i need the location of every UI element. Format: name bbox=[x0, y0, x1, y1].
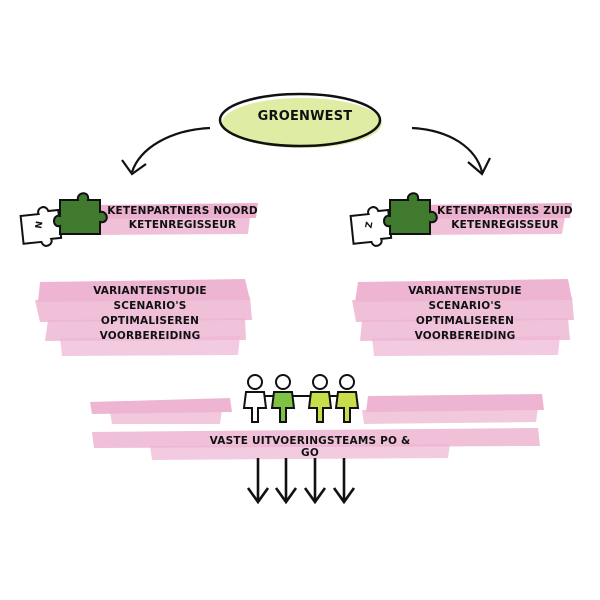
south-variant-3: Optimaliseren bbox=[415, 315, 515, 327]
teams-highlight bbox=[90, 394, 544, 460]
north-variant-1: Variantenstudie bbox=[93, 285, 207, 297]
figure-2 bbox=[270, 374, 296, 423]
figure-4 bbox=[334, 374, 360, 423]
arrow-to-south bbox=[411, 126, 484, 173]
north-partner-line1: Ketenpartners Noord bbox=[107, 205, 258, 217]
south-variant-highlight bbox=[352, 279, 574, 356]
arrow-to-north bbox=[130, 126, 211, 173]
south-partner-highlight bbox=[402, 203, 572, 235]
north-partner-highlight bbox=[92, 203, 258, 235]
north-variant-3: Optimaliseren bbox=[100, 315, 200, 327]
north-partner-line2: Ketenregisseur bbox=[128, 219, 237, 231]
title-label: Groenwest bbox=[257, 109, 353, 124]
down-arrow-4 bbox=[332, 458, 356, 505]
south-variant-2: Scenario's bbox=[428, 300, 502, 312]
figure-3 bbox=[307, 374, 333, 423]
south-puzzle-icon bbox=[349, 192, 438, 247]
south-variant-1: Variantenstudie bbox=[408, 285, 522, 297]
south-variant-4: Voorbereiding bbox=[414, 330, 516, 342]
title-ellipse bbox=[218, 92, 382, 148]
north-variant-highlight bbox=[35, 279, 252, 356]
north-puzzle-icon bbox=[19, 192, 108, 247]
south-partner-line2: Ketenregisseur bbox=[451, 219, 559, 231]
down-arrows bbox=[246, 458, 356, 505]
teams-figures bbox=[242, 374, 360, 423]
north-variant-2: Scenario's bbox=[113, 300, 187, 312]
arrow-to-north-head bbox=[121, 159, 147, 176]
down-arrow-1 bbox=[246, 458, 270, 505]
down-arrow-2 bbox=[274, 458, 298, 505]
north-variant-4: Voorbereiding bbox=[99, 330, 201, 342]
arrow-to-south-head bbox=[467, 157, 491, 176]
south-partner-line1: Ketenpartners Zuid bbox=[437, 205, 573, 217]
teams-label: Vaste uitvoeringsteams PO & GO bbox=[209, 435, 411, 459]
figure-1 bbox=[242, 374, 268, 423]
down-arrow-3 bbox=[303, 458, 327, 505]
